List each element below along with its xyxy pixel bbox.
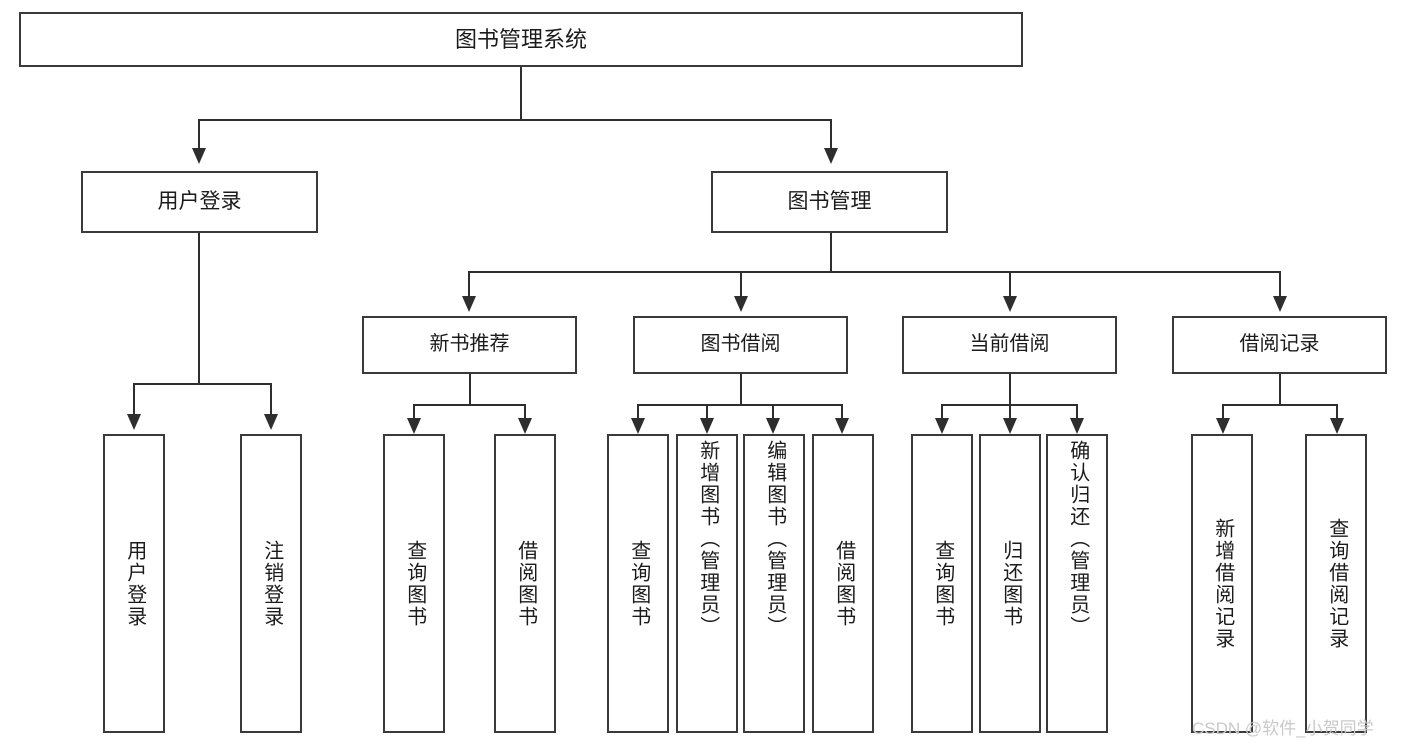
arrow-new-book-leaf-2 bbox=[518, 418, 532, 434]
node-label: 借阅记录 bbox=[1239, 333, 1320, 356]
arrow-borrow-records-leaf-2 bbox=[1330, 418, 1344, 434]
node-current-borrow[interactable]: 当前借阅 bbox=[902, 316, 1117, 374]
edge-new-book-drop-1 bbox=[413, 404, 415, 420]
arrow-user-login-leaf-1 bbox=[127, 414, 141, 430]
node-book-management[interactable]: 图书管理 bbox=[711, 171, 948, 233]
leaf-recommend-query-book[interactable]: 查询图书 bbox=[383, 434, 445, 733]
leaf-records-add-record[interactable]: 新增借阅记录 bbox=[1191, 434, 1253, 733]
edge-root-stem bbox=[520, 67, 522, 119]
edge-book-borrow-drop-1 bbox=[637, 404, 639, 420]
arrow-user-login-leaf-2 bbox=[264, 414, 278, 430]
edge-book-mgmt-bus bbox=[468, 271, 1281, 273]
edge-current-borrow-stem bbox=[1009, 374, 1011, 405]
leaf-label: 编辑图书（管理员） bbox=[763, 440, 786, 638]
edge-book-borrow-stem bbox=[740, 374, 742, 405]
csdn-watermark: CSDN @软件_小贺同学 bbox=[1192, 719, 1374, 738]
leaf-borrow-borrow-book[interactable]: 借阅图书 bbox=[812, 434, 874, 733]
node-label: 图书管理 bbox=[787, 189, 872, 213]
leaf-label: 借阅图书 bbox=[514, 539, 537, 628]
edge-book-borrow-drop-2 bbox=[706, 404, 708, 420]
leaf-label: 归还图书 bbox=[999, 539, 1022, 628]
edge-new-book-bus bbox=[413, 404, 526, 406]
leaf-label: 新增借阅记录 bbox=[1211, 517, 1234, 650]
edge-book-borrow-bus bbox=[637, 404, 843, 406]
edge-current-borrow-drop-1 bbox=[941, 404, 943, 420]
arrow-current-borrow-leaf-2 bbox=[1003, 418, 1017, 434]
leaf-current-confirm-return-admin[interactable]: 确认归还（管理员） bbox=[1046, 434, 1108, 733]
node-label: 用户登录 bbox=[157, 189, 242, 213]
edge-current-borrow-drop-2 bbox=[1009, 404, 1011, 420]
node-borrow-records[interactable]: 借阅记录 bbox=[1172, 316, 1387, 374]
edge-book-mgmt-drop-4 bbox=[1279, 271, 1281, 297]
leaf-label: 借阅图书 bbox=[832, 539, 855, 628]
node-label: 图书管理系统 bbox=[454, 26, 587, 52]
edge-root-to-book-mgmt bbox=[830, 119, 832, 151]
leaf-label: 确认归还（管理员） bbox=[1066, 440, 1089, 638]
edge-user-login-drop-1 bbox=[133, 383, 135, 415]
edge-root-bus bbox=[198, 119, 832, 121]
node-label: 图书借阅 bbox=[700, 333, 781, 356]
edge-book-borrow-drop-4 bbox=[841, 404, 843, 420]
leaf-records-query-record[interactable]: 查询借阅记录 bbox=[1305, 434, 1367, 733]
arrow-borrow-records-leaf-1 bbox=[1216, 418, 1230, 434]
edge-user-login-stem bbox=[198, 233, 200, 383]
edge-current-borrow-drop-3 bbox=[1076, 404, 1078, 420]
leaf-label: 新增图书（管理员） bbox=[696, 440, 719, 638]
leaf-borrow-query-book[interactable]: 查询图书 bbox=[607, 434, 669, 733]
node-book-borrow[interactable]: 图书借阅 bbox=[633, 316, 848, 374]
arrow-book-borrow-leaf-1 bbox=[631, 418, 645, 434]
edge-book-mgmt-stem bbox=[830, 233, 832, 273]
arrow-to-borrow-records bbox=[1273, 296, 1287, 312]
edge-user-login-bus bbox=[133, 383, 271, 385]
arrow-current-borrow-leaf-1 bbox=[935, 418, 949, 434]
leaf-user-logout[interactable]: 注销登录 bbox=[240, 434, 302, 733]
edge-new-book-drop-2 bbox=[524, 404, 526, 420]
leaf-borrow-add-book-admin[interactable]: 新增图书（管理员） bbox=[676, 434, 738, 733]
arrow-to-current-borrow bbox=[1003, 296, 1017, 312]
edge-book-borrow-drop-3 bbox=[772, 404, 774, 420]
leaf-label: 查询图书 bbox=[403, 539, 426, 628]
node-user-login[interactable]: 用户登录 bbox=[81, 171, 318, 233]
arrow-new-book-leaf-1 bbox=[407, 418, 421, 434]
leaf-recommend-borrow-book[interactable]: 借阅图书 bbox=[494, 434, 556, 733]
leaf-label: 用户登录 bbox=[123, 539, 146, 628]
node-new-book-recommend[interactable]: 新书推荐 bbox=[362, 316, 577, 374]
edge-borrow-records-bus bbox=[1222, 404, 1337, 406]
edge-borrow-records-drop-1 bbox=[1222, 404, 1224, 420]
leaf-user-login-query[interactable]: 用户登录 bbox=[103, 434, 165, 733]
leaf-current-query-book[interactable]: 查询图书 bbox=[911, 434, 973, 733]
node-label: 当前借阅 bbox=[969, 333, 1050, 356]
edge-borrow-records-stem bbox=[1279, 374, 1281, 405]
arrow-to-book-mgmt bbox=[824, 148, 838, 164]
leaf-label: 注销登录 bbox=[260, 539, 283, 628]
leaf-current-return-book[interactable]: 归还图书 bbox=[979, 434, 1041, 733]
edge-user-login-drop-2 bbox=[270, 383, 272, 415]
arrow-to-new-book-recommend bbox=[462, 296, 476, 312]
arrow-to-book-borrow bbox=[734, 296, 748, 312]
edge-book-mgmt-drop-1 bbox=[468, 271, 470, 297]
leaf-label: 查询借阅记录 bbox=[1325, 517, 1348, 650]
arrow-book-borrow-leaf-4 bbox=[835, 418, 849, 434]
edge-book-mgmt-drop-3 bbox=[1009, 271, 1011, 297]
leaf-label: 查询图书 bbox=[627, 539, 650, 628]
edge-borrow-records-drop-2 bbox=[1336, 404, 1338, 420]
edge-root-to-user-login bbox=[198, 119, 200, 151]
node-label: 新书推荐 bbox=[429, 333, 510, 356]
arrow-book-borrow-leaf-2 bbox=[700, 418, 714, 434]
edge-new-book-stem bbox=[469, 374, 471, 405]
node-root-system[interactable]: 图书管理系统 bbox=[19, 12, 1023, 67]
edge-book-mgmt-drop-2 bbox=[740, 271, 742, 297]
leaf-label: 查询图书 bbox=[931, 539, 954, 628]
leaf-borrow-edit-book-admin[interactable]: 编辑图书（管理员） bbox=[743, 434, 805, 733]
arrow-to-user-login bbox=[192, 148, 206, 164]
arrow-book-borrow-leaf-3 bbox=[766, 418, 780, 434]
arrow-current-borrow-leaf-3 bbox=[1070, 418, 1084, 434]
